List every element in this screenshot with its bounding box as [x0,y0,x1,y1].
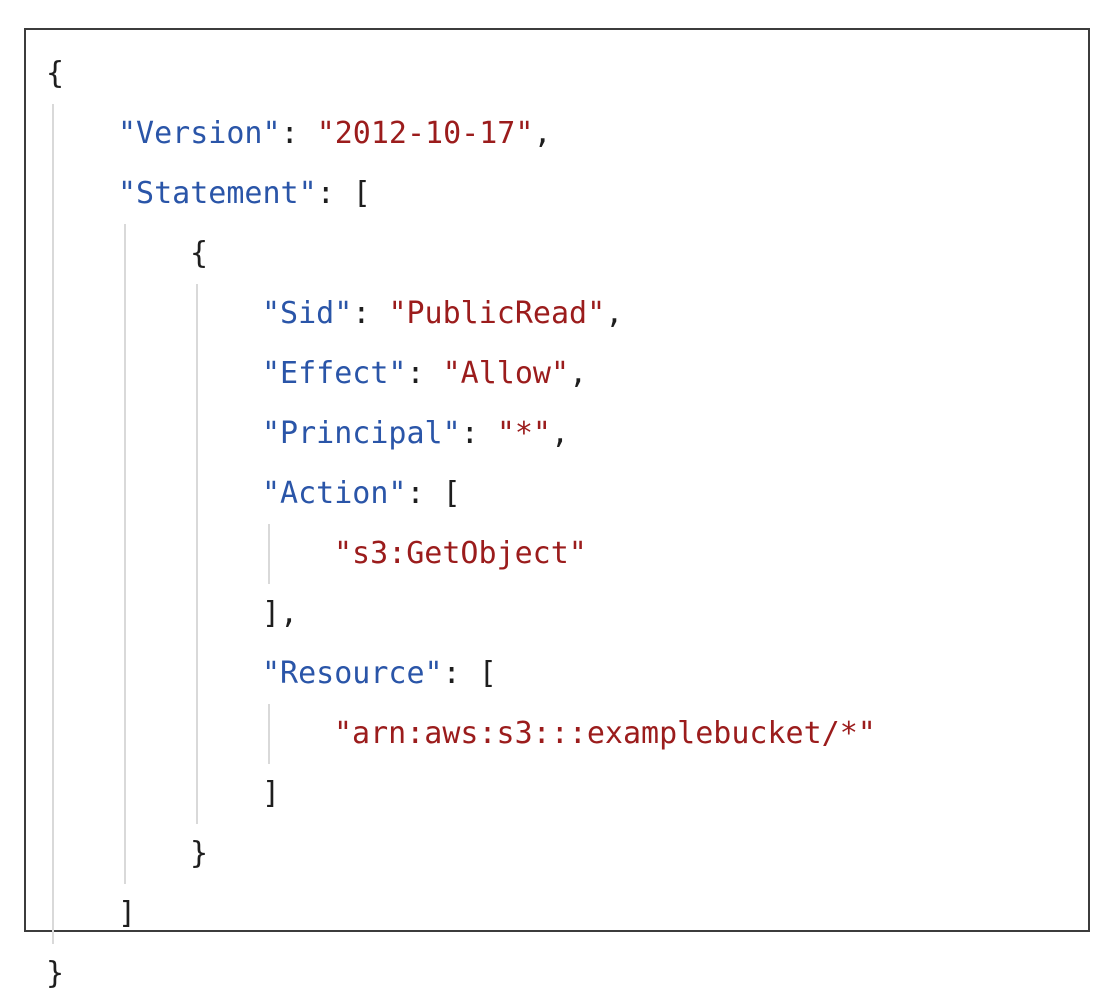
json-punctuation: , [569,356,588,391]
json-punctuation: ] [262,776,281,811]
json-string: "arn:aws:s3:::examplebucket/*" [334,716,876,751]
json-string: "2012-10-17" [316,116,534,151]
code-line: } [46,944,64,1004]
json-punctuation: : [460,416,497,451]
json-punctuation: : [352,296,389,331]
code-line: "Effect": "Allow", [262,344,587,404]
indent-guide [52,104,54,944]
json-string: "*" [496,416,551,451]
code-line: "Sid": "PublicRead", [262,284,623,344]
json-key: "Version" [118,116,281,151]
code-line: "Principal": "*", [262,404,569,464]
code-line: } [190,824,208,884]
code-line: ] [262,764,280,824]
code-line: "Resource": [ [262,644,497,704]
json-punctuation: : [406,356,443,391]
json-punctuation: { [190,236,209,271]
json-key: "Sid" [262,296,353,331]
code-line: "s3:GetObject" [334,524,587,584]
json-punctuation: : [ [442,656,497,691]
json-punctuation: , [533,116,552,151]
json-punctuation: ] [118,896,137,931]
indent-guide [268,704,270,764]
code-line: "Statement": [ [118,164,371,224]
indent-guide [124,224,126,884]
json-string: "Allow" [442,356,570,391]
json-punctuation: , [551,416,570,451]
code-line: { [46,44,64,104]
json-punctuation: : [280,116,317,151]
code-line: { [190,224,208,284]
json-punctuation: : [ [406,476,461,511]
json-punctuation: , [605,296,624,331]
indent-guide [268,524,270,584]
json-punctuation: : [ [316,176,371,211]
code-line: "Version": "2012-10-17", [118,104,552,164]
json-punctuation: } [190,836,209,871]
code-viewer: {"Version": "2012-10-17","Statement": [{… [24,28,1090,991]
json-punctuation: { [46,56,65,91]
json-key: "Principal" [262,416,461,451]
json-string: "PublicRead" [388,296,606,331]
json-key: "Effect" [262,356,407,391]
json-key: "Resource" [262,656,443,691]
code-line: "arn:aws:s3:::examplebucket/*" [334,704,876,764]
code-line: ] [118,884,136,944]
json-punctuation: ], [262,596,299,631]
indent-guide [196,284,198,824]
code-line: ], [262,584,298,644]
json-key: "Statement" [118,176,317,211]
json-punctuation: } [46,956,65,991]
json-string: "s3:GetObject" [334,536,587,571]
code-line: "Action": [ [262,464,461,524]
json-key: "Action" [262,476,407,511]
